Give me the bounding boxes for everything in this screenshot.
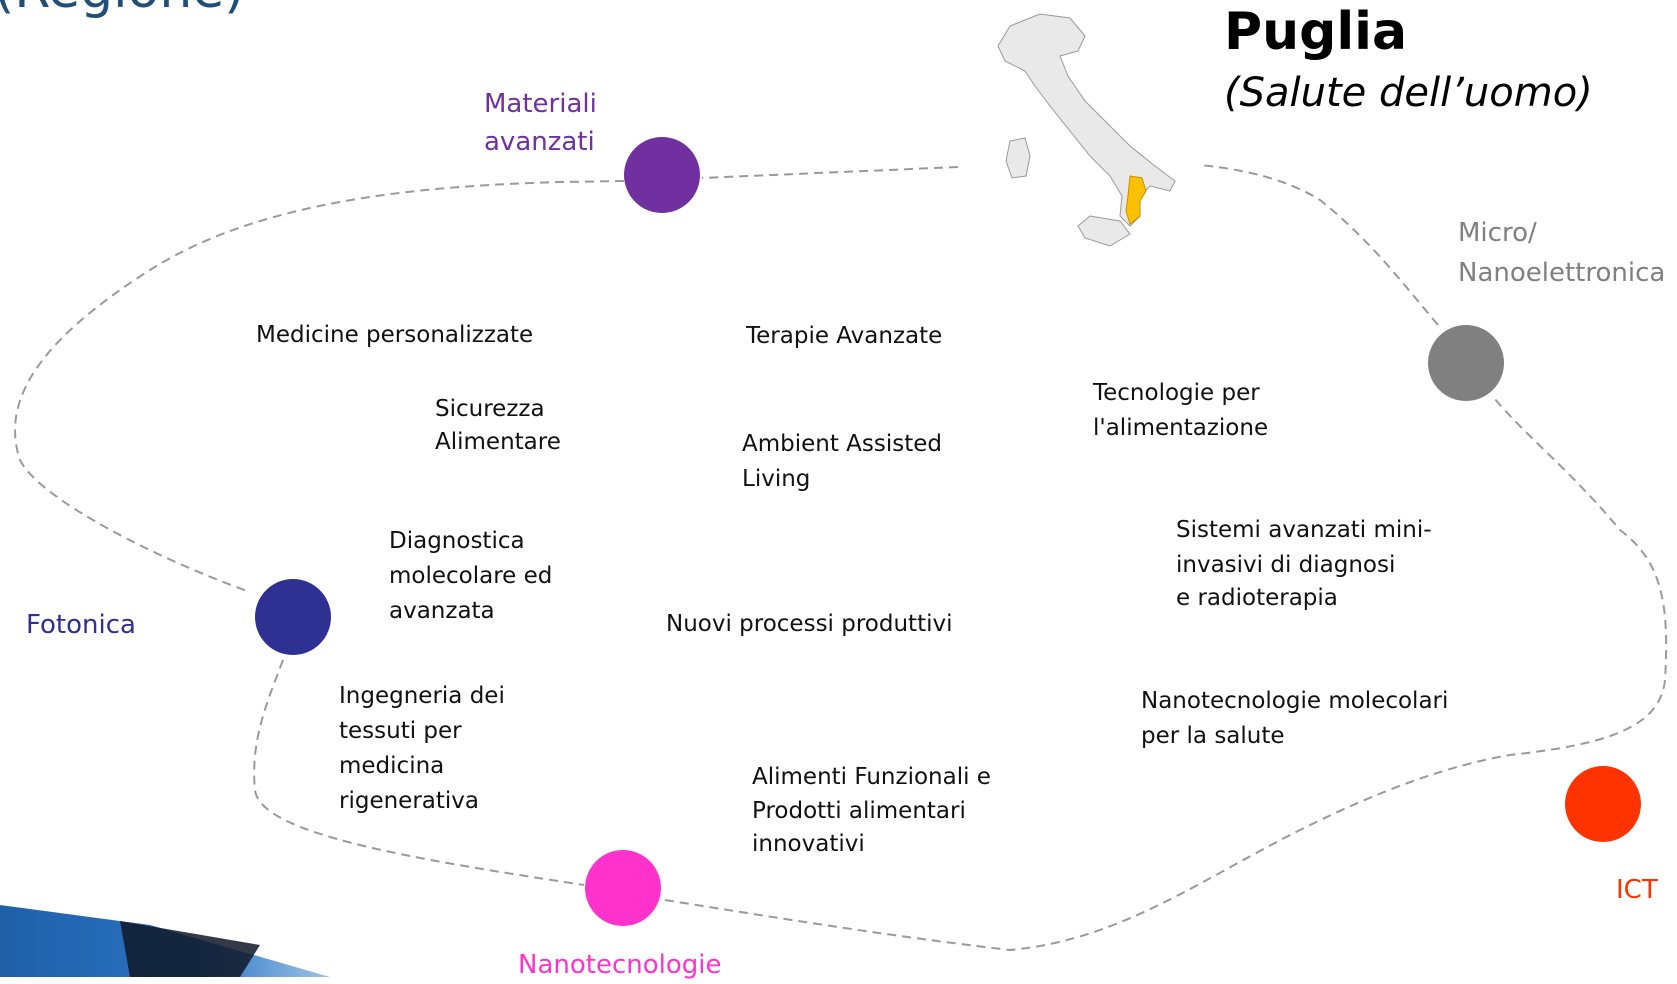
- topic-nanomolecolari-line2: per la salute: [1141, 723, 1285, 749]
- topic-ingegneria-line3: medicina: [339, 753, 445, 779]
- italy-map-icon: [997, 13, 1176, 247]
- topic-sicurezza-line1: Sicurezza: [435, 396, 545, 422]
- topic-tecnologie-line2: l'alimentazione: [1093, 415, 1269, 441]
- label-ict: ICT: [1616, 875, 1658, 905]
- label-micro-line1: Micro/: [1458, 218, 1537, 248]
- corner-decoration: [0, 905, 330, 977]
- topic-ingegneria-line2: tessuti per: [339, 718, 462, 744]
- topic-ambient-line1: Ambient Assisted: [742, 431, 943, 457]
- topic-alimenti-line2: Prodotti alimentari: [752, 798, 966, 824]
- node-nanotecnologie: [585, 850, 661, 926]
- partial-title: (Regione): [0, 0, 245, 20]
- node-ict: [1565, 766, 1641, 842]
- topic-tecnologie-line1: Tecnologie per: [1093, 380, 1260, 406]
- topic-sistemi-line3: e radioterapia: [1176, 585, 1338, 611]
- node-fotonica: [255, 579, 331, 655]
- topic-medicine-personalizzate: Medicine personalizzate: [256, 322, 534, 348]
- label-nanotecnologie: Nanotecnologie: [518, 950, 722, 980]
- topic-nuovi-processi: Nuovi processi produttivi: [666, 611, 953, 637]
- topic-sistemi-line1: Sistemi avanzati mini-: [1176, 517, 1432, 543]
- region-title: Puglia: [1224, 2, 1408, 62]
- node-micro-nanoelettronica: [1428, 325, 1504, 401]
- topic-diagnostica-line2: molecolare ed: [389, 563, 553, 589]
- topic-ingegneria-line4: rigenerativa: [339, 788, 479, 814]
- label-materiali-line2: avanzati: [484, 127, 595, 157]
- topic-ingegneria-line1: Ingegneria dei: [339, 683, 505, 709]
- topic-sicurezza-line2: Alimentare: [435, 429, 561, 455]
- topic-diagnostica-line3: avanzata: [389, 598, 495, 624]
- label-fotonica: Fotonica: [26, 610, 136, 640]
- node-materiali-avanzati: [624, 137, 700, 213]
- topic-nanomolecolari-line1: Nanotecnologie molecolari: [1141, 688, 1449, 714]
- topic-terapie-avanzate: Terapie Avanzate: [746, 323, 943, 349]
- topic-ambient-line2: Living: [742, 466, 811, 492]
- topic-alimenti-line1: Alimenti Funzionali e: [752, 764, 991, 790]
- label-materiali-line1: Materiali: [484, 89, 597, 119]
- label-micro-line2: Nanoelettronica: [1458, 258, 1666, 288]
- topic-sistemi-line2: invasivi di diagnosi: [1176, 552, 1396, 578]
- topic-diagnostica-line1: Diagnostica: [389, 528, 525, 554]
- topic-alimenti-line3: innovativi: [752, 831, 865, 857]
- region-subtitle: (Salute dell’uomo): [1224, 70, 1593, 116]
